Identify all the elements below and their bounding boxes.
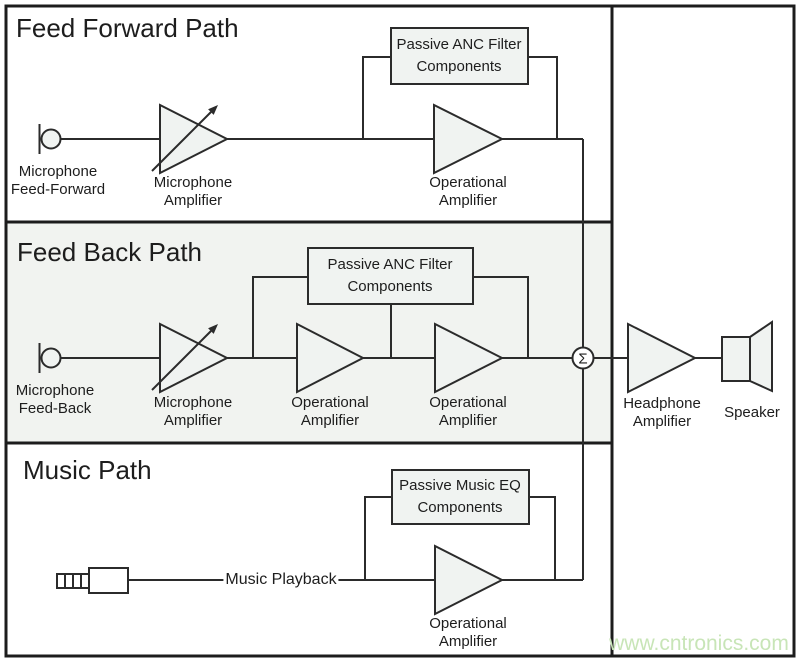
- music-playback-label: Music Playback: [223, 571, 339, 589]
- summing-node-sigma: Σ: [578, 350, 588, 368]
- mic-amplifier-feed-forward-triangle: [151, 103, 230, 175]
- passive-music-eq-box: [391, 469, 530, 525]
- music-path-title: Music Path: [23, 455, 152, 485]
- op-amp-feed-forward-triangle: [433, 103, 505, 175]
- feed-back-path-title: Feed Back Path: [17, 237, 202, 267]
- feed-forward-wires: [38, 56, 584, 348]
- op-amp-ff-label: Operational Amplifier: [429, 174, 507, 209]
- op-amp-2-fb-label: Operational Amplifier: [429, 394, 507, 429]
- headphone-amplifier-triangle: [627, 322, 698, 394]
- microphone-feed-back-label: Microphone Feed-Back: [15, 382, 95, 417]
- microphone-feed-forward-label: Microphone Feed-Forward: [10, 163, 106, 198]
- summing-node-circle: [571, 346, 595, 370]
- feed-forward-path-title: Feed Forward Path: [16, 13, 239, 43]
- microphone-feed-forward-icon: [40, 128, 62, 150]
- op-amp-music-label: Operational Amplifier: [429, 615, 507, 650]
- op-amp-music-triangle: [434, 544, 505, 616]
- passive-anc-filter-ff-label: Passive ANC Filter Components: [396, 36, 522, 75]
- passive-anc-filter-box-fb: [307, 247, 474, 305]
- op-amp-1-fb-label: Operational Amplifier: [291, 394, 369, 429]
- speaker-icon: [721, 320, 773, 393]
- passive-anc-filter-box-ff: [390, 27, 529, 85]
- mic-amplifier-feed-back-triangle: [151, 322, 230, 394]
- speaker-label: Speaker: [724, 404, 780, 421]
- op-amp-1-feed-back-triangle: [296, 322, 366, 394]
- music-wires: [128, 368, 584, 581]
- microphone-feed-back-icon: [40, 347, 62, 369]
- headphone-amplifier-label: Headphone Amplifier: [623, 395, 701, 430]
- audio-jack-icon: [56, 567, 129, 594]
- watermark-text: www.cntronics.com: [609, 632, 789, 655]
- outer-border: [4, 4, 796, 658]
- passive-anc-filter-fb-label: Passive ANC Filter Components: [327, 256, 453, 295]
- mic-amplifier-ff-label: Microphone Amplifier: [153, 174, 233, 209]
- passive-music-eq-label: Passive Music EQ Components: [399, 477, 521, 516]
- op-amp-2-feed-back-triangle: [434, 322, 505, 394]
- mic-amplifier-fb-label: Microphone Amplifier: [153, 394, 233, 429]
